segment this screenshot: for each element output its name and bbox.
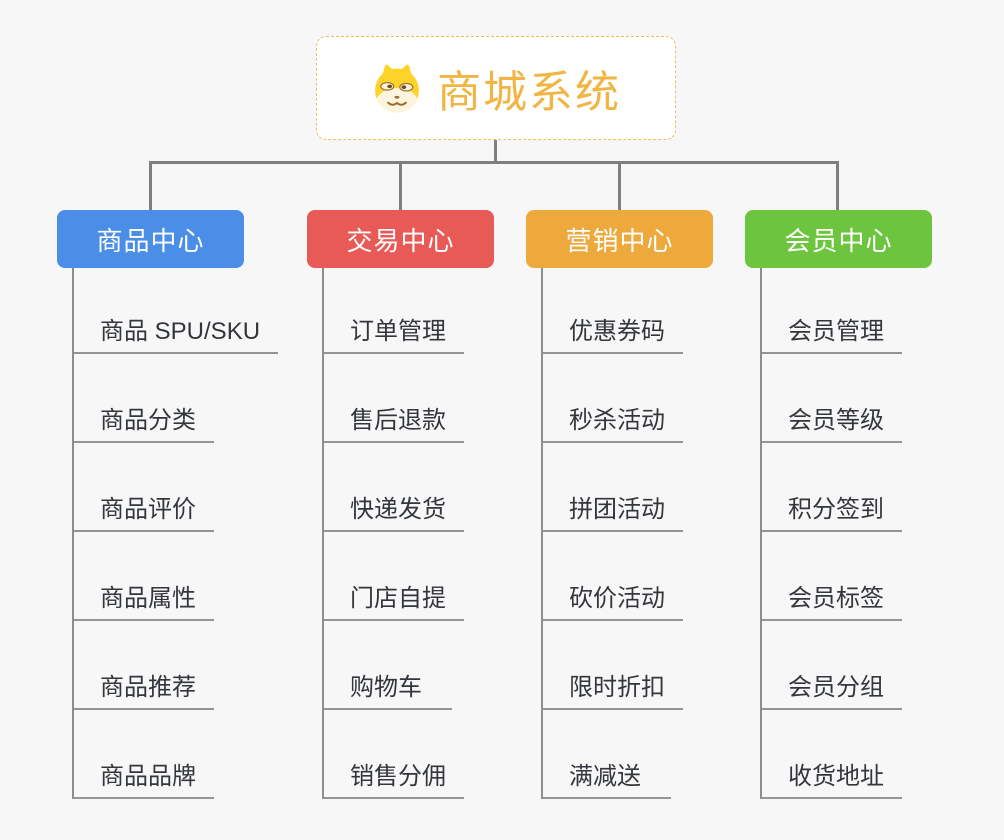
branch-column-marketing: 营销中心 优惠券码 秒杀活动 拼团活动 砍价活动 限时折扣 满减送 <box>526 210 713 799</box>
leaf-item[interactable]: 商品评价 <box>72 443 214 532</box>
leaf-item[interactable]: 门店自提 <box>322 532 464 621</box>
root-title: 商城系统 <box>437 68 621 117</box>
leaf-area: 会员管理 会员等级 积分签到 会员标签 会员分组 收货地址 <box>760 268 932 799</box>
branch-node-marketing-center[interactable]: 营销中心 <box>526 210 713 268</box>
leaf-item[interactable]: 快递发货 <box>322 443 464 532</box>
leaf-item[interactable]: 拼团活动 <box>541 443 683 532</box>
root-node-mall-system[interactable]: 商城系统 <box>316 36 676 140</box>
leaf-area: 商品 SPU/SKU 商品分类 商品评价 商品属性 商品推荐 商品品牌 <box>72 268 279 799</box>
leaf-item[interactable]: 满减送 <box>541 710 671 799</box>
leaf-item[interactable]: 会员管理 <box>760 268 902 354</box>
leaf-item[interactable]: 购物车 <box>322 621 452 710</box>
connector-root-stub <box>494 140 497 163</box>
branch-column-member: 会员中心 会员管理 会员等级 积分签到 会员标签 会员分组 收货地址 <box>745 210 932 799</box>
connector-stub-trade <box>399 161 402 210</box>
branch-node-trade-center[interactable]: 交易中心 <box>307 210 494 268</box>
branch-node-product-center[interactable]: 商品中心 <box>57 210 244 268</box>
connector-trunk <box>72 268 74 799</box>
branch-column-product: 商品中心 商品 SPU/SKU 商品分类 商品评价 商品属性 商品推荐 商品品牌 <box>57 210 279 799</box>
leaf-item[interactable]: 收货地址 <box>760 710 902 799</box>
connector-stub-member <box>836 161 839 210</box>
connector-trunk <box>322 268 324 799</box>
leaf-item[interactable]: 商品品牌 <box>72 710 214 799</box>
leaf-item[interactable]: 秒杀活动 <box>541 354 683 443</box>
leaf-item[interactable]: 积分签到 <box>760 443 902 532</box>
leaf-item[interactable]: 会员等级 <box>760 354 902 443</box>
branch-column-trade: 交易中心 订单管理 售后退款 快递发货 门店自提 购物车 销售分佣 <box>307 210 494 799</box>
leaf-area: 优惠券码 秒杀活动 拼团活动 砍价活动 限时折扣 满减送 <box>541 268 713 799</box>
connector-trunk <box>541 268 543 799</box>
leaf-item[interactable]: 商品分类 <box>72 354 214 443</box>
connector-stub-product <box>149 161 152 210</box>
leaf-item[interactable]: 销售分佣 <box>322 710 464 799</box>
leaf-item[interactable]: 限时折扣 <box>541 621 683 710</box>
doge-dog-icon <box>375 64 419 113</box>
leaf-item[interactable]: 商品属性 <box>72 532 214 621</box>
connector-horizontal-bus <box>149 161 839 164</box>
leaf-area: 订单管理 售后退款 快递发货 门店自提 购物车 销售分佣 <box>322 268 494 799</box>
connector-stub-marketing <box>618 161 621 210</box>
connector-trunk <box>760 268 762 799</box>
leaf-item[interactable]: 售后退款 <box>322 354 464 443</box>
leaf-item[interactable]: 订单管理 <box>322 268 464 354</box>
leaf-item[interactable]: 商品推荐 <box>72 621 214 710</box>
leaf-item[interactable]: 砍价活动 <box>541 532 683 621</box>
leaf-item[interactable]: 会员标签 <box>760 532 902 621</box>
leaf-item[interactable]: 会员分组 <box>760 621 902 710</box>
branch-node-member-center[interactable]: 会员中心 <box>745 210 932 268</box>
leaf-item[interactable]: 商品 SPU/SKU <box>72 268 279 354</box>
leaf-item[interactable]: 优惠券码 <box>541 268 683 354</box>
